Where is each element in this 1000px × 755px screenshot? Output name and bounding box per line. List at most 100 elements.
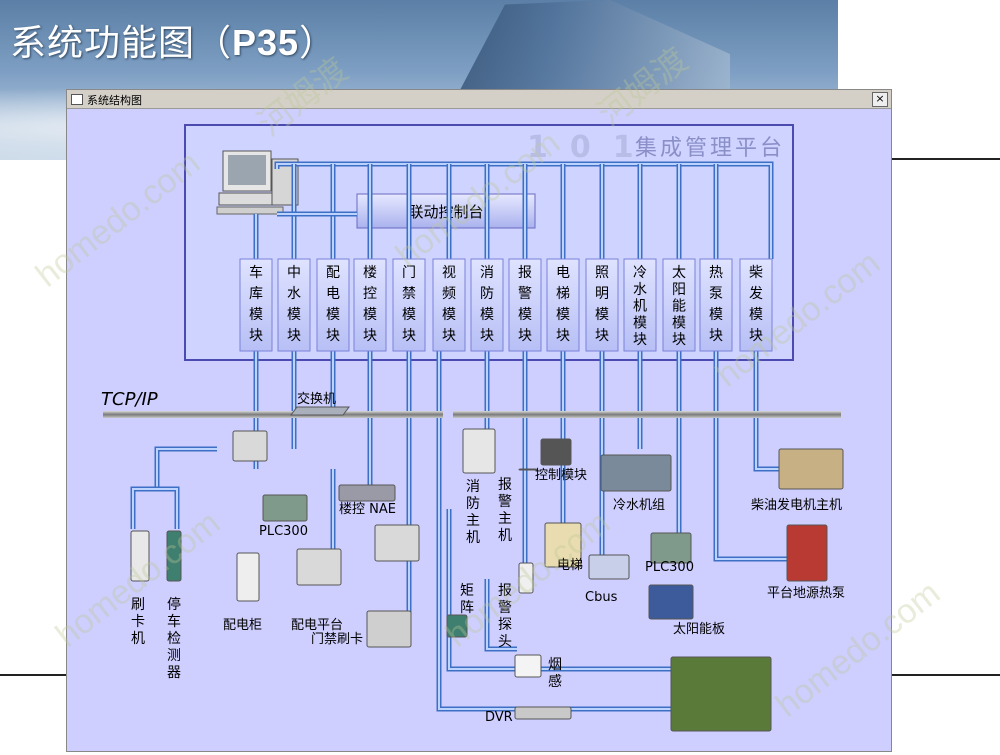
alarm-host-icon-label-char: 机 (498, 528, 512, 544)
access-pc-icon (374, 524, 420, 562)
module-label-char: 防 (480, 286, 494, 302)
solar-panel-icon: 太阳能板 (648, 584, 725, 637)
control-module-icon: 控制模块 (535, 438, 587, 483)
diesel-generator-icon-label: 柴油发电机主机 (751, 497, 842, 513)
module-label-char: 警 (518, 286, 532, 302)
module-label-char: 块 (633, 332, 647, 348)
slide-title: 系统功能图（P35） (10, 14, 336, 66)
plc-left-icon: PLC300 (259, 494, 308, 539)
diagram-content: 101 集成管理平台 联动控制台 车库模块中水模块配电模块楼控模块门禁模块视频模… (67, 109, 891, 751)
heat-pump-icon: 平台地源热泵 (767, 524, 845, 601)
alarm-probe-icon-label-char: 探 (498, 617, 512, 633)
module-label-char: 中 (287, 265, 301, 281)
matrix-icon-label-char: 阵 (460, 600, 474, 616)
module-label-char: 热 (709, 265, 723, 281)
access-reader-icon-label: 门禁刷卡 (311, 632, 363, 647)
parking-link (154, 446, 217, 489)
module-label-char: 柴 (749, 265, 763, 281)
plc-right-icon-label: PLC300 (645, 560, 694, 575)
device-drop (713, 349, 787, 562)
card-reader-icon-label-char: 机 (131, 631, 145, 647)
device-layer: PLC300楼控 NAE刷卡机停车检测器配电柜配电平台门禁刷卡消防主机报警主机矩… (130, 428, 845, 732)
tcpip-bus-left (103, 411, 443, 418)
detector-link (157, 486, 180, 529)
alarm-host-icon-label-char: 主 (498, 511, 512, 527)
module-label-char: 块 (402, 328, 416, 344)
bas-nae-icon: 楼控 NAE (338, 484, 396, 517)
parking-detector-icon-label-char: 器 (167, 665, 181, 681)
module-label-char: 库 (249, 286, 263, 302)
module-label-char: 能 (672, 299, 686, 315)
network-label: TCP/IP (101, 389, 158, 410)
module-label-char: 机 (633, 299, 647, 315)
module-label-char: 模 (749, 307, 763, 323)
power-platform-pc-icon-label: 配电平台 (291, 618, 343, 633)
video-link-core (448, 509, 707, 670)
module-label-char: 块 (749, 328, 763, 344)
module-label-char: 控 (363, 286, 377, 302)
module-label-char: 冷 (633, 265, 647, 281)
window-titlebar[interactable]: 系统结构图 × (67, 90, 891, 109)
module-label-char: 发 (749, 286, 763, 302)
smoke-detector-icon: 烟感 (514, 654, 562, 690)
fire-host-icon-label-char: 消 (466, 479, 480, 495)
heat-pump-icon-label: 平台地源热泵 (767, 586, 845, 601)
tcpip-bus-right (453, 411, 841, 418)
module-label-char: 块 (442, 328, 456, 344)
card-reader-link-core (132, 488, 157, 529)
close-button[interactable]: × (872, 92, 888, 107)
module-label-char: 报 (518, 265, 532, 281)
switch-label: 交换机 (297, 391, 336, 407)
module-label-char: 模 (556, 307, 570, 323)
slide-title-suffix: ） (299, 23, 337, 64)
module-label-char: 模 (442, 307, 456, 323)
elevator-icon: 电梯 (544, 522, 583, 573)
card-reader-icon-label-char: 卡 (131, 614, 145, 630)
module-label-char: 块 (709, 328, 723, 344)
module-label-char: 模 (595, 307, 609, 323)
card-reader-icon-label-char: 刷 (131, 597, 145, 613)
power-cabinet-icon: 配电柜 (223, 552, 262, 633)
module-label-char: 块 (556, 328, 570, 344)
decor-line-bottom-right (890, 674, 1000, 676)
detector-link-core (157, 488, 178, 529)
module-label-char: 梯 (556, 286, 570, 302)
card-reader-link (130, 486, 157, 529)
module-label-char: 模 (363, 307, 377, 323)
card-reader-icon: 刷卡机 (130, 530, 150, 647)
cbus-icon: Cbus (585, 554, 630, 605)
fire-host-icon-label-char: 机 (466, 530, 480, 546)
management-computer-icon (216, 150, 299, 215)
module-label-char: 水 (633, 282, 647, 298)
module-label-char: 模 (480, 307, 494, 323)
module-layer: 车库模块中水模块配电模块楼控模块门禁模块视频模块消防模块报警模块电梯模块照明模块… (239, 258, 773, 352)
parking-pc-icon (232, 430, 268, 462)
module-label-char: 禁 (402, 286, 416, 302)
module-label-char: 模 (402, 307, 416, 323)
platform-deco-text: 101 (527, 130, 656, 165)
module-label-char: 视 (442, 265, 456, 281)
alarm-host-icon-label-char: 警 (498, 494, 512, 510)
fire-host-icon-label-char: 主 (466, 513, 480, 529)
module-label-char: 模 (326, 307, 340, 323)
module-label-char: 块 (480, 328, 494, 344)
video-wall-icon (670, 656, 772, 732)
matrix-icon: 矩阵 (446, 583, 474, 638)
fire-host-icon-label-char: 防 (466, 496, 480, 512)
module-label-char: 电 (326, 286, 340, 302)
module-label-char: 明 (595, 286, 609, 302)
decor-line-top (890, 158, 1000, 160)
